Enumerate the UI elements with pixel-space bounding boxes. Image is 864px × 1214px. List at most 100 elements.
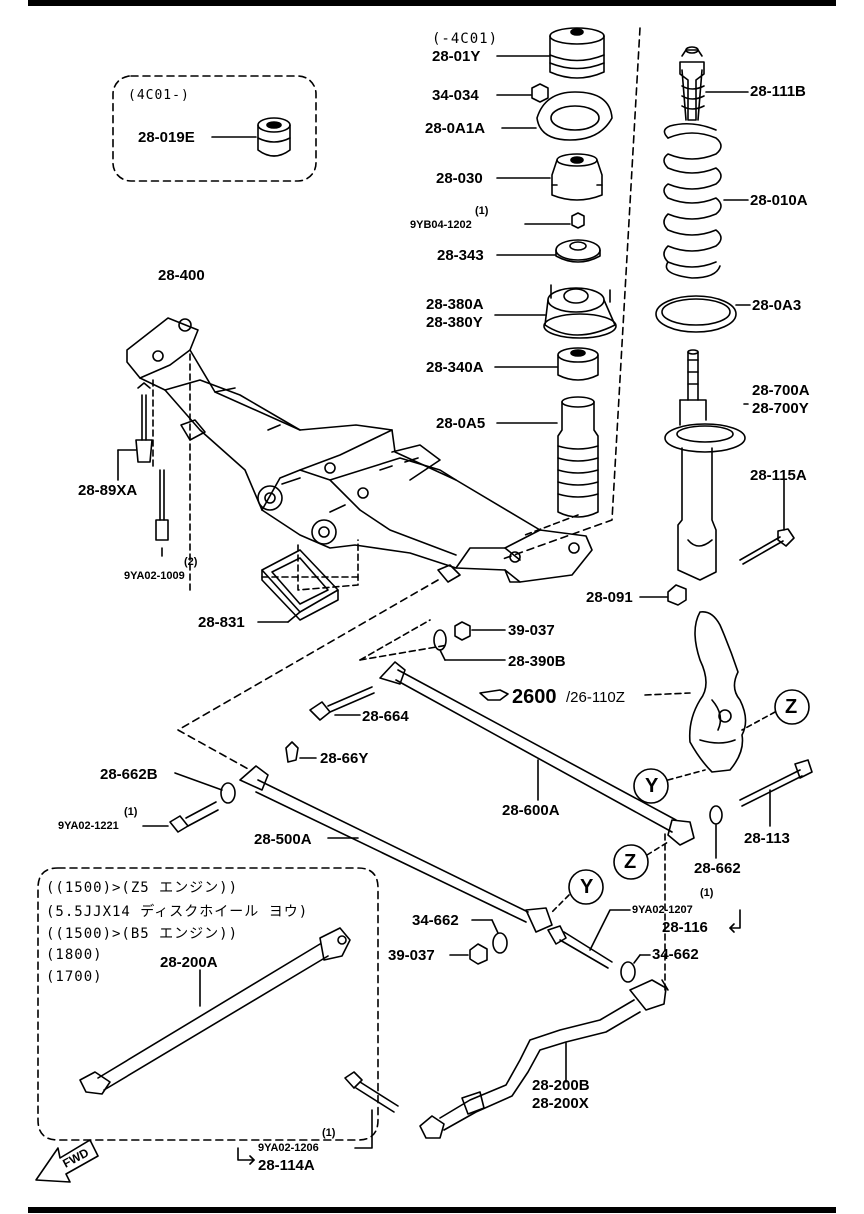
box-4c01	[112, 75, 317, 182]
label-28-0a1a: 28-0A1A	[425, 120, 486, 137]
bottom-border	[28, 1207, 836, 1213]
washer-662b	[174, 772, 236, 804]
label-28-340a: 28-340A	[426, 359, 484, 376]
washer-662	[709, 805, 723, 859]
callout-z-upper	[774, 689, 810, 725]
mount-030	[496, 153, 603, 201]
shock-absorber-700a	[664, 349, 749, 581]
label-28-662: 28-662	[694, 860, 741, 877]
label-28-831: 28-831	[198, 614, 245, 631]
label-28-380a: 28-380A	[426, 296, 484, 313]
label-4c01-top: (-4C01)	[432, 31, 499, 47]
label-4c01-left: (4C01-)	[128, 88, 190, 103]
subframe-400	[126, 317, 593, 583]
label-28-200a: 28-200A	[160, 954, 218, 971]
ref-arrow-2600	[479, 689, 691, 701]
label-qty-2: (2)	[184, 556, 198, 568]
label-28-380y: 28-380Y	[426, 314, 483, 331]
knuckle	[688, 610, 747, 773]
label-28-500a: 28-500A	[254, 831, 312, 848]
label-28-700y: 28-700Y	[752, 400, 809, 417]
bolt-113	[739, 759, 813, 827]
trailing-arm-200b	[419, 829, 669, 1139]
label-28-0a3: 28-0A3	[752, 297, 802, 314]
label-9ya02-1206: 9YA02-1206	[258, 1142, 319, 1154]
label-28-115a: 28-115A	[750, 467, 807, 484]
label-28-030: 28-030	[436, 170, 483, 187]
nut-39-037-b	[449, 943, 488, 965]
note-line-5: (1700)	[46, 969, 103, 985]
label-28-113: 28-113	[744, 830, 790, 847]
label-28-89xa: 28-89XA	[78, 482, 138, 499]
bump-stop-019e	[211, 117, 291, 157]
label-28-01y: 28-01Y	[432, 48, 481, 65]
box-variants	[37, 867, 379, 1141]
callout-z-lower	[613, 844, 649, 880]
nut-34-034	[496, 83, 549, 103]
label-9ya02-1221: 9YA02-1221	[58, 820, 119, 832]
callout-y-lower	[568, 869, 604, 905]
label-qty-1a: (1)	[475, 205, 489, 217]
label-34-034: 34-034	[432, 87, 479, 104]
washer-390b	[433, 629, 506, 661]
note-line-2: (5.5JJX14 ディスクホイール ヨウ)	[46, 904, 309, 920]
pad-831	[257, 549, 339, 623]
nut-9yb04	[524, 212, 585, 229]
stabilizer-200a	[79, 927, 351, 1095]
label-28-700a: 28-700A	[752, 382, 810, 399]
label-28-0a5: 28-0A5	[436, 415, 486, 432]
nut-091	[639, 584, 687, 606]
bolt-89xa	[117, 382, 153, 481]
callout-y-upper	[633, 768, 669, 804]
top-border	[28, 0, 836, 6]
washer-34-662-b	[620, 954, 651, 983]
link-600a	[379, 661, 695, 846]
label-39-037-b: 39-037	[388, 947, 435, 964]
callout-y-lower-text: Y	[580, 876, 594, 898]
label-28-116: 28-116	[662, 919, 708, 936]
callout-y-upper-text: Y	[645, 775, 659, 797]
bolt-9ya02-1206	[237, 1071, 399, 1165]
label-34-662-b: 34-662	[652, 946, 699, 963]
label-28-111b: 28-111B	[750, 83, 806, 100]
bolt-9ya02-1221	[142, 801, 219, 833]
label-28-400: 28-400	[158, 267, 205, 284]
bolt-664	[309, 686, 375, 721]
spring-seat-0a3	[655, 295, 751, 333]
washer-34-662-a	[471, 919, 508, 954]
label-28-019e: 28-019E	[138, 129, 195, 146]
note-line-3: ((1500)>(B5 エンジン))	[46, 926, 239, 942]
label-9yb04-1202: 9YB04-1202	[410, 219, 472, 231]
label-qty-1c: (1)	[700, 887, 714, 899]
label-28-664: 28-664	[362, 708, 409, 725]
label-28-010a: 28-010A	[750, 192, 808, 209]
label-28-114a: 28-114A	[258, 1157, 315, 1174]
label-28-343: 28-343	[437, 247, 484, 264]
bolt-115a	[739, 479, 795, 565]
label-34-662-a: 34-662	[412, 912, 459, 929]
bump-rubber-111b	[679, 46, 749, 121]
washer-343	[496, 239, 601, 263]
callout-z-upper-text: Z	[785, 696, 798, 718]
strut-mount-380a	[494, 284, 617, 339]
label-28-662b: 28-662B	[100, 766, 158, 783]
nut-39-037-a	[454, 621, 506, 641]
label-28-390b: 28-390B	[508, 653, 566, 670]
label-9ya02-1207: 9YA02-1207	[632, 904, 693, 916]
plate-0a1a	[501, 91, 613, 141]
top-bumper-01y	[496, 27, 605, 79]
bolt-9ya02-1009	[155, 469, 169, 557]
label-qty-1d: (1)	[322, 1127, 336, 1139]
note-line-4: (1800)	[46, 947, 103, 963]
link-500a	[239, 765, 553, 933]
label-ref-26-110z: /26-110Z	[566, 689, 625, 706]
label-39-037-a: 39-037	[508, 622, 555, 639]
callout-z-lower-text: Z	[624, 851, 637, 873]
fwd-arrow-icon	[35, 1139, 99, 1183]
label-qty-1b: (1)	[124, 806, 138, 818]
dust-boot-0a5	[496, 396, 599, 518]
label-ref-2600: 2600	[512, 686, 557, 708]
label-28-66y: 28-66Y	[320, 750, 369, 767]
